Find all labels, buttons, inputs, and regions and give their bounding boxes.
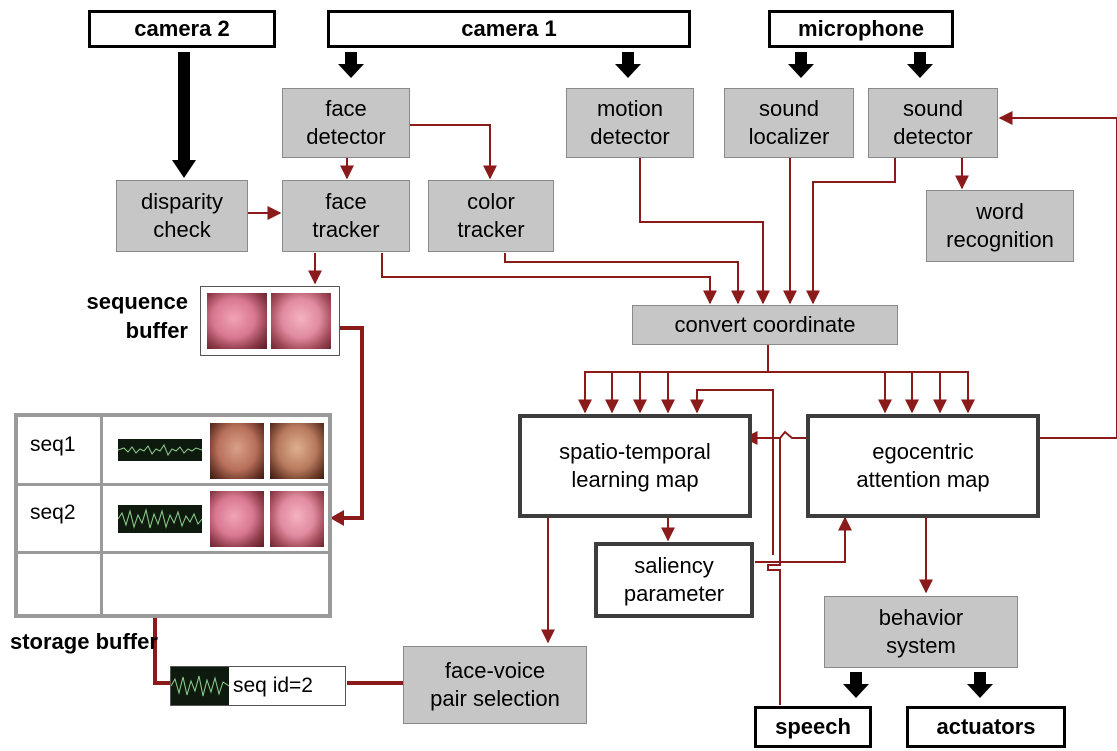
camera1-box: camera 1: [327, 10, 691, 48]
storage-buffer-table: seq1 seq2: [14, 413, 332, 618]
face-voice-pair-box: face-voice pair selection: [403, 646, 587, 724]
speech-box: speech: [754, 706, 872, 748]
disparity-check-line2: check: [153, 217, 211, 242]
waveform-thumbnail: [171, 667, 229, 705]
storage-row-seq1: seq1: [30, 433, 76, 456]
waveform-thumbnail: [118, 505, 202, 533]
storage-row-seq2: seq2: [30, 501, 76, 524]
face-tracker-line2: tracker: [312, 217, 380, 242]
waveform-thumbnail: [118, 439, 202, 461]
behavior-line1: behavior: [878, 604, 964, 630]
face-detector-line2: detector: [306, 124, 386, 149]
face-thumbnail: [271, 293, 331, 349]
camera2-box: camera 2: [88, 10, 276, 48]
wire-sounddet-convert: [806, 158, 896, 305]
motion-detector-line2: detector: [590, 124, 670, 149]
wire-convert-ego4: [768, 371, 975, 414]
spatio-temporal-line2: learning map: [571, 467, 699, 492]
wire-seqbuffer-storage: [330, 326, 364, 520]
egocentric-map-box: egocentric attention map: [806, 414, 1040, 518]
speech-label: speech: [775, 713, 851, 739]
face-voice-line2: pair selection: [430, 686, 560, 711]
face-detector-line1: face: [325, 95, 367, 121]
actuators-box: actuators: [906, 706, 1066, 748]
spatio-temporal-line1: spatio-temporal: [559, 438, 711, 464]
disparity-check-box: disparity check: [116, 180, 248, 252]
face-thumbnail: [207, 293, 267, 349]
face-detector-box: face detector: [282, 88, 410, 158]
wire-facedet-colortracker: [410, 124, 497, 180]
motion-detector-box: motion detector: [566, 88, 694, 158]
behavior-system-box: behavior system: [824, 596, 1018, 668]
egocentric-line2: attention map: [856, 467, 990, 492]
color-tracker-line1: color: [467, 188, 515, 214]
face-thumbnail: [210, 423, 264, 479]
word-recognition-box: word recognition: [926, 190, 1074, 262]
sequence-buffer-line2: buffer: [125, 317, 188, 343]
sound-detector-line1: sound: [903, 95, 963, 121]
convert-coordinate-label: convert coordinate: [674, 311, 856, 337]
sound-localizer-line1: sound: [759, 95, 819, 121]
camera1-label: camera 1: [461, 15, 557, 41]
face-tracker-line1: face: [325, 188, 367, 214]
sound-localizer-line2: localizer: [748, 124, 830, 149]
seq-id-label: seq id=2: [233, 674, 313, 697]
face-thumbnail: [270, 491, 324, 547]
saliency-line1: saliency: [634, 552, 714, 578]
behavior-line2: system: [886, 633, 956, 658]
sequence-buffer-label: sequence buffer: [36, 288, 189, 345]
wire-feedback-st: [690, 389, 774, 555]
microphone-label: microphone: [798, 15, 924, 41]
microphone-box: microphone: [768, 10, 954, 48]
face-tracker-box: face tracker: [282, 180, 410, 252]
wire-saliency-ego: [755, 516, 852, 563]
sequence-buffer-frame: [200, 286, 340, 356]
egocentric-line1: egocentric: [872, 438, 974, 464]
word-recognition-line2: recognition: [946, 227, 1054, 252]
wire-facetracker-convert: [381, 253, 717, 305]
saliency-line2: parameter: [623, 581, 725, 606]
motion-detector-line1: motion: [596, 95, 664, 121]
wire-convert-st1: [578, 344, 769, 414]
camera2-label: camera 2: [134, 15, 230, 41]
sound-detector-box: sound detector: [868, 88, 998, 158]
sound-detector-line2: detector: [893, 124, 973, 149]
word-recognition-line1: word: [976, 198, 1024, 224]
disparity-check-line1: disparity: [141, 188, 223, 214]
storage-buffer-label: storage buffer: [10, 629, 158, 654]
seq-id-box: seq id=2: [170, 666, 346, 706]
color-tracker-box: color tracker: [428, 180, 554, 252]
wire-colortracker-convert: [504, 253, 745, 305]
spatio-temporal-map-box: spatio-temporal learning map: [518, 414, 752, 518]
wire-motion-convert: [639, 158, 770, 305]
face-thumbnail: [210, 491, 264, 547]
actuators-label: actuators: [936, 713, 1036, 739]
wire-speech-sounddet: [779, 111, 1117, 439]
saliency-parameter-box: saliency parameter: [594, 542, 754, 618]
face-voice-line1: face-voice: [444, 657, 546, 683]
face-thumbnail: [270, 423, 324, 479]
sequence-buffer-line1: sequence: [86, 289, 189, 314]
convert-coordinate-box: convert coordinate: [632, 305, 898, 345]
sound-localizer-box: sound localizer: [724, 88, 854, 158]
color-tracker-line2: tracker: [457, 217, 525, 242]
